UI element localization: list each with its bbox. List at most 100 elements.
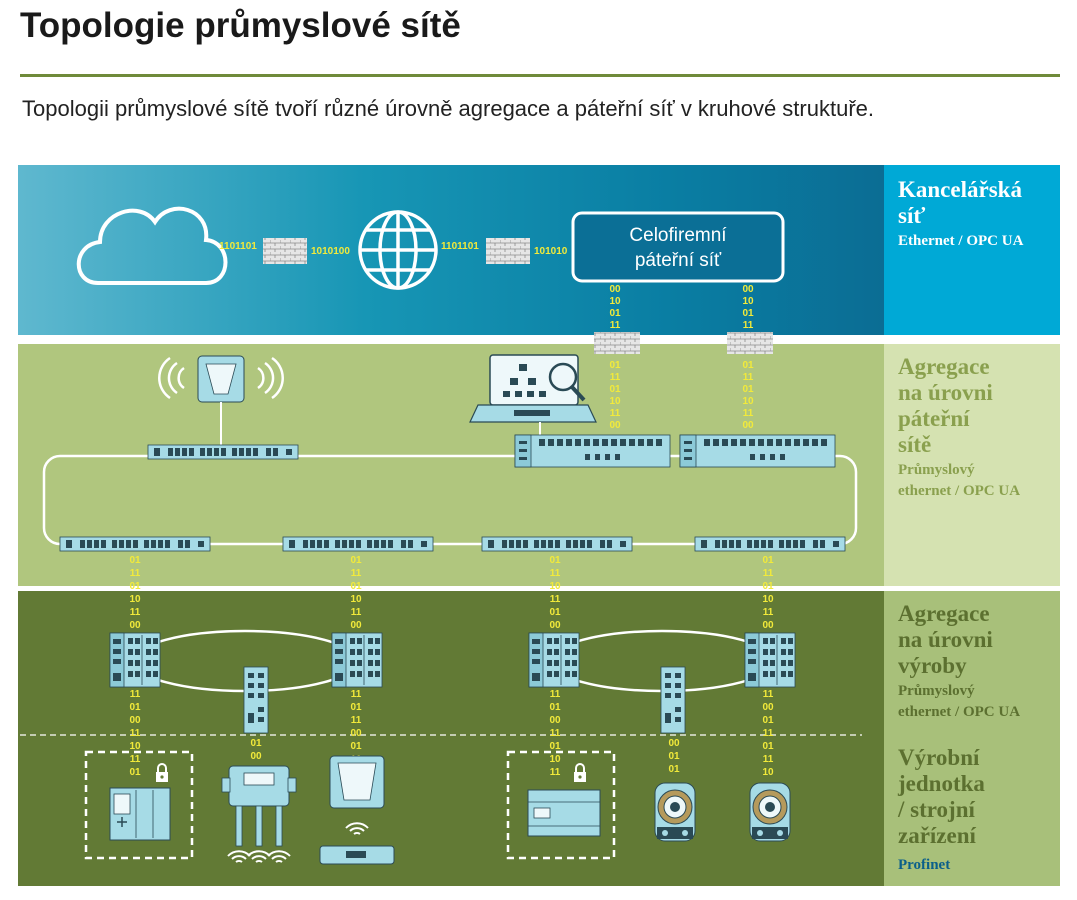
security-cell xyxy=(506,750,616,860)
corporate-backbone-box: Celofiremní páteřní síť xyxy=(571,211,785,283)
bit-label: 01 xyxy=(742,308,754,319)
bit-label: 01 xyxy=(668,751,680,762)
bit-label: 00 xyxy=(350,620,362,631)
firewall-icon xyxy=(486,238,530,264)
bit-label: 11 xyxy=(610,320,621,331)
bit-label: 11 xyxy=(763,728,774,739)
network-switch-icon xyxy=(282,536,434,552)
bit-label: 00 xyxy=(549,620,561,631)
bit-label: 1101101 xyxy=(219,241,257,252)
wifi-icon xyxy=(247,850,271,863)
office-layer-label: Kancelářská síť Ethernet / OPC UA xyxy=(884,165,1060,335)
bit-label: 01 xyxy=(609,360,621,371)
bit-label: 00 xyxy=(129,715,141,726)
bit-label: 01 xyxy=(350,555,362,566)
bit-label: 00 xyxy=(549,715,561,726)
bit-label: 10 xyxy=(129,594,141,605)
bit-label: 01 xyxy=(350,741,362,752)
firewall-icon xyxy=(263,238,307,264)
magnifier-icon xyxy=(548,362,586,402)
bit-label: 01 xyxy=(762,715,774,726)
bit-label: 11 xyxy=(130,754,141,765)
bit-label: 01 xyxy=(549,607,561,618)
lock-icon xyxy=(573,763,587,783)
bit-label: 01 xyxy=(129,581,141,592)
bit-label: 10 xyxy=(742,396,754,407)
network-switch-icon xyxy=(243,666,269,734)
production-protocol-line: ethernet / OPC UA xyxy=(898,704,1021,720)
bit-label: 00 xyxy=(609,284,621,295)
unit-title-line: zařízení xyxy=(898,823,976,848)
backbone-layer-label: Agregace na úrovni páteřní sítě Průmyslo… xyxy=(884,344,1060,586)
camera-icon xyxy=(654,782,696,842)
unit-title-line: jednotka xyxy=(898,771,985,796)
bit-label: 01 xyxy=(609,384,621,395)
backbone-protocol-line: Průmyslový xyxy=(898,462,975,478)
bit-label: 11 xyxy=(130,568,141,579)
bit-label: 01 xyxy=(742,360,754,371)
network-switch-icon xyxy=(744,632,796,688)
bit-label: 11 xyxy=(351,715,362,726)
bit-label: 11 xyxy=(743,408,754,419)
laptop-icon xyxy=(469,354,597,423)
bit-label: 01 xyxy=(549,555,561,566)
unit-title-line: Výrobní xyxy=(898,745,980,770)
io-station-icon xyxy=(221,765,297,847)
bit-label: 10 xyxy=(609,396,621,407)
lock-icon xyxy=(155,763,169,783)
bit-label: 00 xyxy=(742,420,754,431)
bit-label: 01 xyxy=(350,702,362,713)
plc-icon xyxy=(109,787,171,841)
network-switch-icon xyxy=(528,632,580,688)
bit-label: 01 xyxy=(549,702,561,713)
bit-label: 01 xyxy=(762,741,774,752)
bit-label: 01 xyxy=(250,738,262,749)
backbone-title-line: sítě xyxy=(898,432,932,457)
bit-label: 01 xyxy=(762,581,774,592)
backbone-title-line: na úrovni xyxy=(898,380,993,405)
bit-label: 01 xyxy=(350,581,362,592)
bit-label: 11 xyxy=(763,689,774,700)
bit-label: 11 xyxy=(130,689,141,700)
bit-label: 11 xyxy=(130,728,141,739)
unit-title-line: / strojní xyxy=(898,797,975,822)
network-switch-icon xyxy=(660,666,686,734)
bit-label: 00 xyxy=(762,702,774,713)
bit-label: 11 xyxy=(351,689,362,700)
bit-label: 11 xyxy=(550,767,561,778)
wireless-client-icon xyxy=(319,755,395,865)
production-title-line: Agregace xyxy=(898,601,990,626)
network-switch-icon xyxy=(679,434,836,468)
firewall-icon xyxy=(727,332,773,354)
bit-label: 11 xyxy=(743,372,754,383)
bit-label: 00 xyxy=(742,284,754,295)
bit-label: 10 xyxy=(549,754,561,765)
bit-label: 10 xyxy=(129,741,141,752)
network-switch-icon xyxy=(514,434,671,468)
page-title: Topologie průmyslové sítě xyxy=(20,6,461,45)
bit-label: 1101101 xyxy=(441,241,479,252)
bit-label: 10 xyxy=(742,296,754,307)
bit-label: 1010100 xyxy=(311,246,350,257)
wifi-icon xyxy=(345,822,369,835)
office-layer-title-line1: Kancelářská xyxy=(898,177,1022,202)
network-switch-icon xyxy=(331,632,383,688)
backbone-box-line2: páteřní síť xyxy=(635,250,722,271)
bit-label: 00 xyxy=(668,738,680,749)
backbone-box-line1: Celofiremní xyxy=(629,225,727,246)
network-switch-icon xyxy=(147,444,299,460)
network-switch-icon xyxy=(59,536,211,552)
backbone-title-line: Agregace xyxy=(898,354,990,379)
bit-label: 11 xyxy=(763,754,774,765)
bit-label: 11 xyxy=(550,689,561,700)
bit-label: 01 xyxy=(129,555,141,566)
bit-label: 00 xyxy=(129,620,141,631)
unit-protocol: Profinet xyxy=(898,857,951,873)
firewall-icon xyxy=(594,332,640,354)
bit-label: 10 xyxy=(350,594,362,605)
backbone-title-line: páteřní xyxy=(898,406,970,431)
office-layer-protocol: Ethernet / OPC UA xyxy=(898,233,1024,249)
bit-label: 11 xyxy=(550,568,561,579)
network-switch-icon xyxy=(481,536,633,552)
